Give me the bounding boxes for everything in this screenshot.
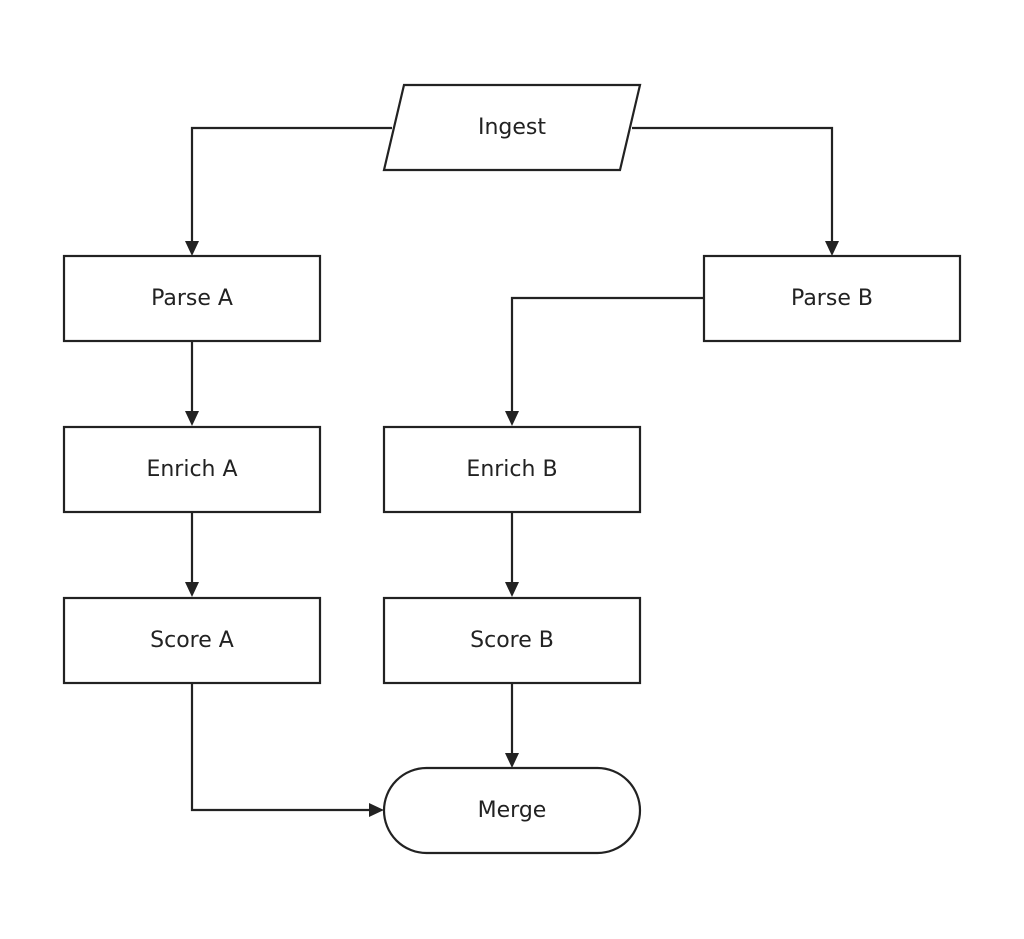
arrowhead-score-b: [505, 582, 519, 597]
merge-shape: [382, 766, 642, 855]
arrowhead-merge-top: [505, 753, 519, 768]
edge-ingest-to-parse-a: [190, 126, 392, 243]
enrich-b-label: Enrich B: [466, 457, 557, 482]
parse-a-shape: [62, 254, 322, 343]
score-a-shape: [62, 596, 322, 685]
node-parse-b: Parse B: [702, 254, 962, 343]
arrowhead-parse-a: [185, 241, 199, 256]
score-a-label: Score A: [150, 628, 234, 653]
parse-a-label: Parse A: [151, 286, 233, 311]
node-parse-a: Parse A: [62, 254, 322, 343]
ingest-label: Ingest: [478, 115, 546, 140]
node-enrich-a: Enrich A: [62, 425, 322, 514]
arrowhead-merge-left: [369, 803, 384, 817]
edge-score-a-to-merge: [190, 683, 371, 812]
enrich-a-shape: [62, 425, 322, 514]
arrowhead-enrich-b: [505, 411, 519, 426]
edge-ingest-to-parse-b: [632, 126, 834, 243]
enrich-b-shape: [382, 425, 642, 514]
score-b-shape: [382, 596, 642, 685]
arrowhead-enrich-a: [185, 411, 199, 426]
node-score-b: Score B: [382, 596, 642, 685]
score-b-label: Score B: [470, 628, 554, 653]
edge-parse-b-to-enrich-b: [510, 296, 704, 413]
arrowhead-score-a: [185, 582, 199, 597]
parse-b-shape: [702, 254, 962, 343]
ingest-shape: [382, 83, 642, 172]
parse-b-label: Parse B: [791, 286, 873, 311]
node-score-a: Score A: [62, 596, 322, 685]
node-ingest: Ingest: [382, 83, 642, 172]
node-merge: Merge: [382, 766, 642, 855]
enrich-a-label: Enrich A: [146, 457, 237, 482]
node-enrich-b: Enrich B: [382, 425, 642, 514]
arrowhead-parse-b: [825, 241, 839, 256]
edges: [185, 126, 839, 817]
merge-label: Merge: [478, 798, 547, 823]
